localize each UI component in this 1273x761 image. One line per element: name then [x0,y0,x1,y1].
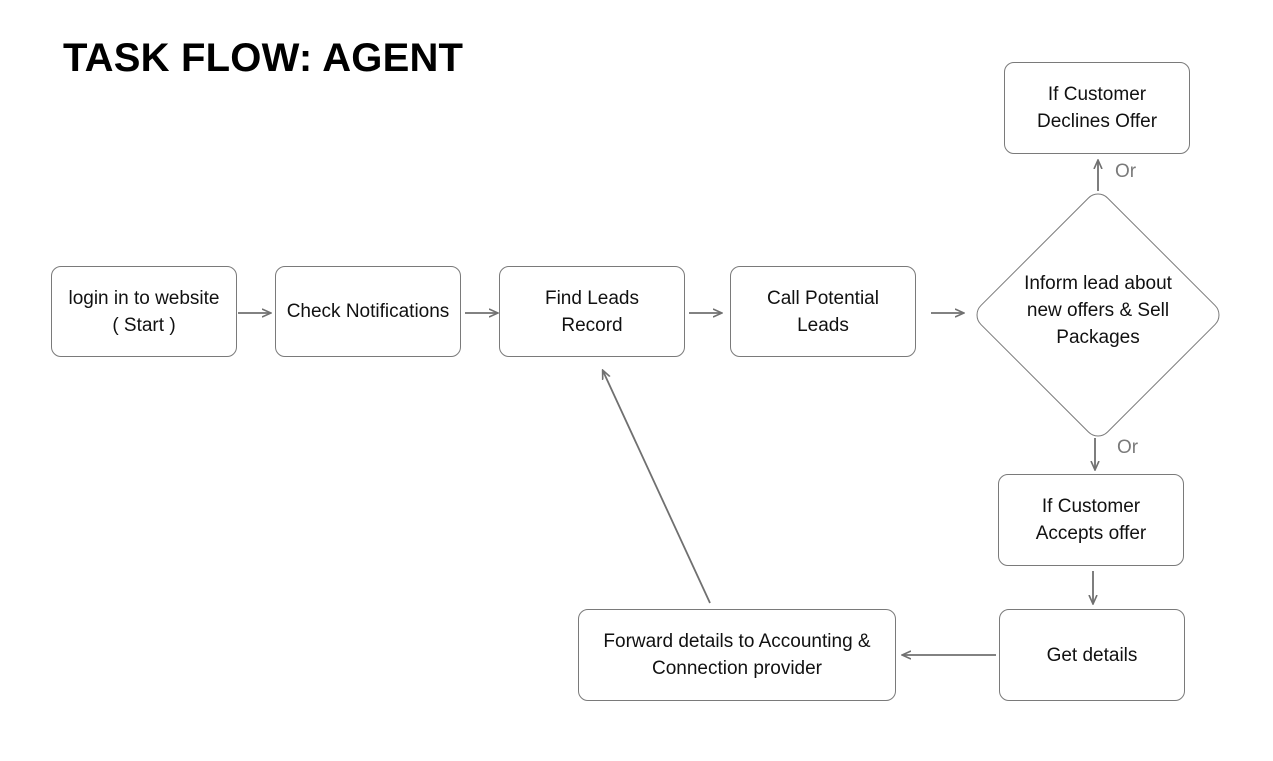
declines-offer-node: If Customer Declines Offer [1004,62,1190,154]
login-node-line1: login in to website [68,287,220,309]
forward-details-node: Forward details to Accounting & Connecti… [578,609,896,701]
find-leads-node: Find Leads Record [499,266,685,357]
or-label-top: Or [1115,161,1137,182]
call-leads-line2: Leads [797,314,849,336]
accepts-offer-line1: If Customer [1041,496,1141,517]
get-details-label: Get details [1046,644,1138,666]
call-leads-line1: Call Potential [767,287,879,309]
or-label-bottom: Or [1117,437,1139,458]
inform-lead-line1: Inform lead about [1024,273,1172,294]
declines-offer-line2: Declines Offer [1036,111,1158,132]
find-leads-line2: Record [561,314,623,336]
accepts-offer-line2: Accepts offer [1035,523,1147,544]
forward-details-line2: Connection provider [651,658,823,679]
inform-lead-decision-text: Inform lead about new offers & Sell Pack… [1000,270,1196,351]
inform-lead-line2: new offers & Sell [1026,300,1170,321]
find-leads-line1: Find Leads [544,287,639,309]
inform-lead-line3: Packages [1056,327,1140,348]
arrow-forward-to-find [603,371,711,604]
get-details-node: Get details [999,609,1185,701]
check-notifications-label: Check Notifications [286,301,450,322]
login-node: login in to website ( Start ) [51,266,237,357]
declines-offer-line1: If Customer [1047,84,1147,105]
page-title: TASK FLOW: AGENT [63,36,464,80]
accepts-offer-node: If Customer Accepts offer [998,474,1184,566]
check-notifications-node: Check Notifications [275,266,461,357]
login-node-line2: ( Start ) [112,314,176,336]
call-leads-node: Call Potential Leads [730,266,916,357]
forward-details-line1: Forward details to Accounting & [603,631,871,652]
